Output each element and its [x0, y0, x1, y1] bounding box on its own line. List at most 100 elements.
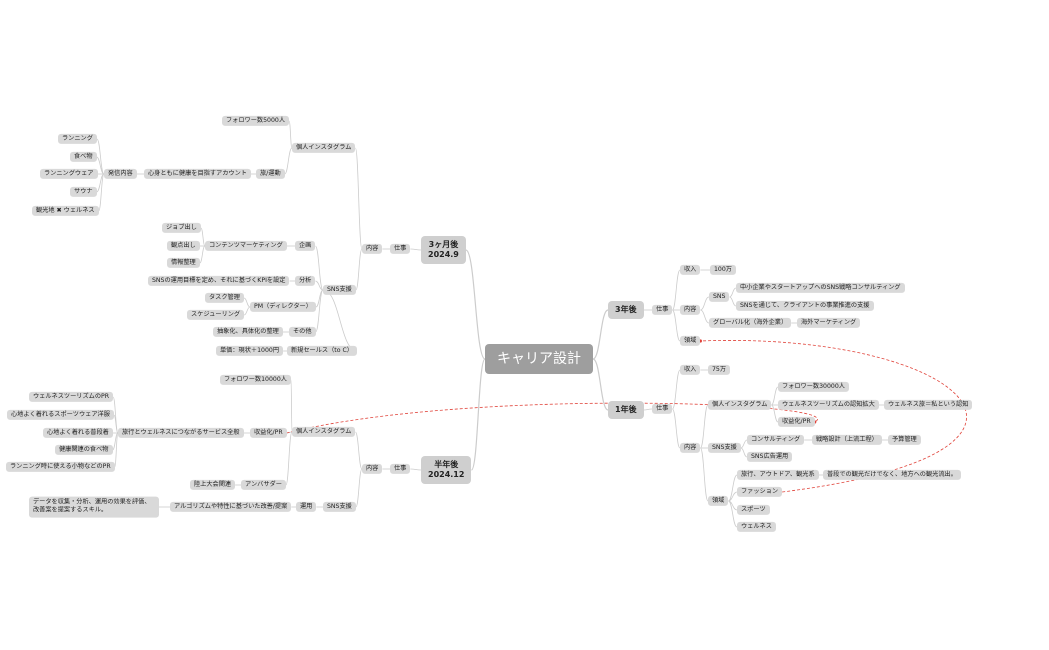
connector-m_hasshin-m_tabemono [96, 156, 105, 175]
node-running[interactable]: ランニング [58, 133, 97, 145]
node-followers-10000[interactable]: フォロワー数10000人 [220, 374, 291, 386]
connector-root-b3m [465, 249, 486, 360]
node-work[interactable]: 仕事 [390, 243, 411, 255]
connector-m_sns-m_sonota [315, 289, 324, 333]
node-health-food[interactable]: 健康関連の食べ物 [55, 444, 113, 456]
connector-y1_shigoto-y1_shunyu [671, 369, 681, 410]
node-sns[interactable]: SNS [709, 291, 730, 303]
connector-m_hasshin-m_running [96, 138, 105, 175]
node-followers-5000[interactable]: フォロワー数5000人 [222, 115, 290, 127]
branch-1-year[interactable]: 1年後 [608, 401, 644, 419]
node-travel-outdoor[interactable]: 旅行、アウトドア、観光系 [737, 469, 819, 481]
node-regional-tourism[interactable]: 普段での観光だけでなく、地方への観光流出。 [823, 469, 961, 481]
node-strategy-design[interactable]: 戦略設計（上流工程） [812, 434, 882, 446]
connector-m_naiyou-m_insta [355, 147, 363, 250]
node-domain[interactable]: 領域 [708, 495, 729, 507]
node-algorithm-improvement[interactable]: アルゴリズムや特性に基づいた改善/提案 [170, 501, 292, 513]
node-personal-instagram[interactable]: 個人インスタグラム [292, 142, 356, 154]
node-sns-ads[interactable]: SNS広告運用 [747, 451, 793, 463]
node-healthy-account[interactable]: 心身ともに健康を目指すアカウント [144, 168, 251, 180]
node-client-support[interactable]: SNSを通じて、クライアントの事業推進の支援 [736, 300, 874, 312]
node-analysis[interactable]: 分析 [295, 275, 316, 287]
node-other[interactable]: その他 [289, 326, 316, 338]
node-personal-instagram[interactable]: 個人インスタグラム [708, 399, 772, 411]
connector-m_hasshin-m_kanko [98, 173, 105, 212]
node-food[interactable]: 食べ物 [70, 151, 97, 163]
node-abstraction[interactable]: 抽象化、具体化の整理 [213, 326, 283, 338]
node-income-value[interactable]: 100万 [710, 264, 736, 276]
node-planning[interactable]: 企画 [295, 240, 316, 252]
node-income-value[interactable]: 75万 [708, 364, 731, 376]
node-ambassador[interactable]: アンバサダー [241, 479, 286, 491]
node-unit-price[interactable]: 単価：現状＋1000円 [216, 345, 284, 357]
node-work[interactable]: 仕事 [652, 304, 673, 316]
node-wellness-travel-identity[interactable]: ウェルネス旅＝私という認知 [884, 399, 973, 411]
node-sports[interactable]: スポーツ [737, 504, 770, 516]
node-followers-30000[interactable]: フォロワー数30000人 [778, 381, 849, 393]
node-sns-strategy-consulting[interactable]: 中小企業やスタートアップへのSNS戦略コンサルティング [736, 282, 905, 294]
node-content-marketing[interactable]: コンテンツマーケティング [205, 240, 287, 252]
connector-m_sns-m_pm [315, 289, 324, 308]
node-content[interactable]: 内容 [362, 463, 383, 475]
node-running-wear[interactable]: ランニングウェア [40, 168, 98, 180]
node-info-organize[interactable]: 情報整理 [167, 257, 200, 269]
node-wellness[interactable]: ウェルネス [737, 521, 776, 533]
node-work[interactable]: 仕事 [390, 463, 411, 475]
node-casual-wear[interactable]: 心地よく着れる普段着 [43, 427, 113, 439]
connector-h_naiyou-h_sns [355, 468, 363, 508]
node-job-list[interactable]: ジョブ出し [162, 222, 201, 234]
node-overseas-marketing[interactable]: 海外マーケティング [797, 317, 861, 329]
node-sns-support[interactable]: SNS支援 [708, 442, 741, 454]
node-wellness-tourism-pr[interactable]: ウェルネスツーリズムのPR [29, 391, 114, 403]
connector-root-b3y [592, 309, 609, 360]
node-travel-exercise[interactable]: 旅/運動 [256, 168, 285, 180]
node-work[interactable]: 仕事 [652, 403, 673, 415]
node-content[interactable]: 内容 [680, 304, 701, 316]
node-post-content[interactable]: 発信内容 [104, 168, 137, 180]
node-tourism-wellness[interactable]: 観光地 ✖ ウェルネス [32, 205, 99, 217]
node-operation[interactable]: 運用 [296, 501, 317, 513]
connector-y3_naiyou-y3_sns [700, 296, 710, 311]
branch-half-year[interactable]: 半年後 2024.12 [421, 456, 472, 484]
node-budget-management[interactable]: 予算管理 [888, 434, 921, 446]
node-personal-instagram[interactable]: 個人インスタグラム [292, 426, 356, 438]
node-perspectives[interactable]: 観点出し [167, 240, 200, 252]
node-sportswear[interactable]: 心地よく着れるスポーツウェア洋服 [7, 409, 114, 421]
connector-b6m-h_shigoto [410, 468, 422, 471]
node-travel-wellness-services[interactable]: 旅行とウェルネスにつながるサービス全般 [118, 427, 244, 439]
node-kpi-setting[interactable]: SNSの運用目標を定め、それに基づくKPIを設定 [148, 275, 290, 287]
node-task-management[interactable]: タスク管理 [205, 292, 244, 304]
connector-y1_insta-y1_f30000 [771, 386, 779, 406]
node-domain[interactable]: 領域 [680, 335, 701, 347]
node-monetization-pr[interactable]: 収益化/PR [778, 416, 815, 428]
branch-3-years[interactable]: 3年後 [608, 301, 644, 319]
node-sns-support[interactable]: SNS支援 [323, 501, 356, 513]
node-content[interactable]: 内容 [680, 442, 701, 454]
root-node[interactable]: キャリア設計 [485, 344, 593, 374]
node-fashion[interactable]: ファッション [737, 486, 783, 498]
node-consulting[interactable]: コンサルティング [747, 434, 805, 446]
connector-h_insta-h_f10000 [290, 379, 293, 433]
node-monetization-pr[interactable]: 収益化/PR [250, 427, 287, 439]
connector-y1_ryoiki-y1_ryoko [727, 474, 738, 502]
node-sauna[interactable]: サウナ [70, 186, 97, 198]
node-track-event[interactable]: 陸上大会関連 [190, 479, 236, 491]
connector-h_ryoko-h_komono [114, 432, 119, 468]
node-income[interactable]: 収入 [680, 264, 701, 276]
node-pm-director[interactable]: PM（ディレクター） [250, 301, 316, 313]
node-scheduling[interactable]: スケジューリング [187, 309, 245, 321]
connector-m_naiyou-m_sns [355, 248, 363, 291]
branch-3-months[interactable]: 3ヶ月後 2024.9 [421, 236, 466, 264]
node-content[interactable]: 内容 [362, 243, 383, 255]
node-data-analysis-skill[interactable]: データを収集・分析、運用の効果を評価、改善案を提案するスキル。 [29, 496, 159, 518]
node-income[interactable]: 収入 [680, 364, 701, 376]
node-running-accessories[interactable]: ランニング時に使える小物などのPR [6, 461, 115, 473]
node-new-sales[interactable]: 新規セールス（to C） [287, 345, 357, 357]
node-globalization[interactable]: グローバル化（海外企業） [709, 317, 792, 329]
connector-y1_ryoiki-y1_fashion [728, 491, 738, 502]
connector-root-b1y [592, 358, 609, 411]
node-sns-support[interactable]: SNS支援 [323, 284, 356, 296]
node-wellness-tourism-awareness[interactable]: ウェルネスツーリズムの認知拡大 [778, 399, 879, 411]
connector-y3_naiyou-y3_global [700, 309, 710, 324]
